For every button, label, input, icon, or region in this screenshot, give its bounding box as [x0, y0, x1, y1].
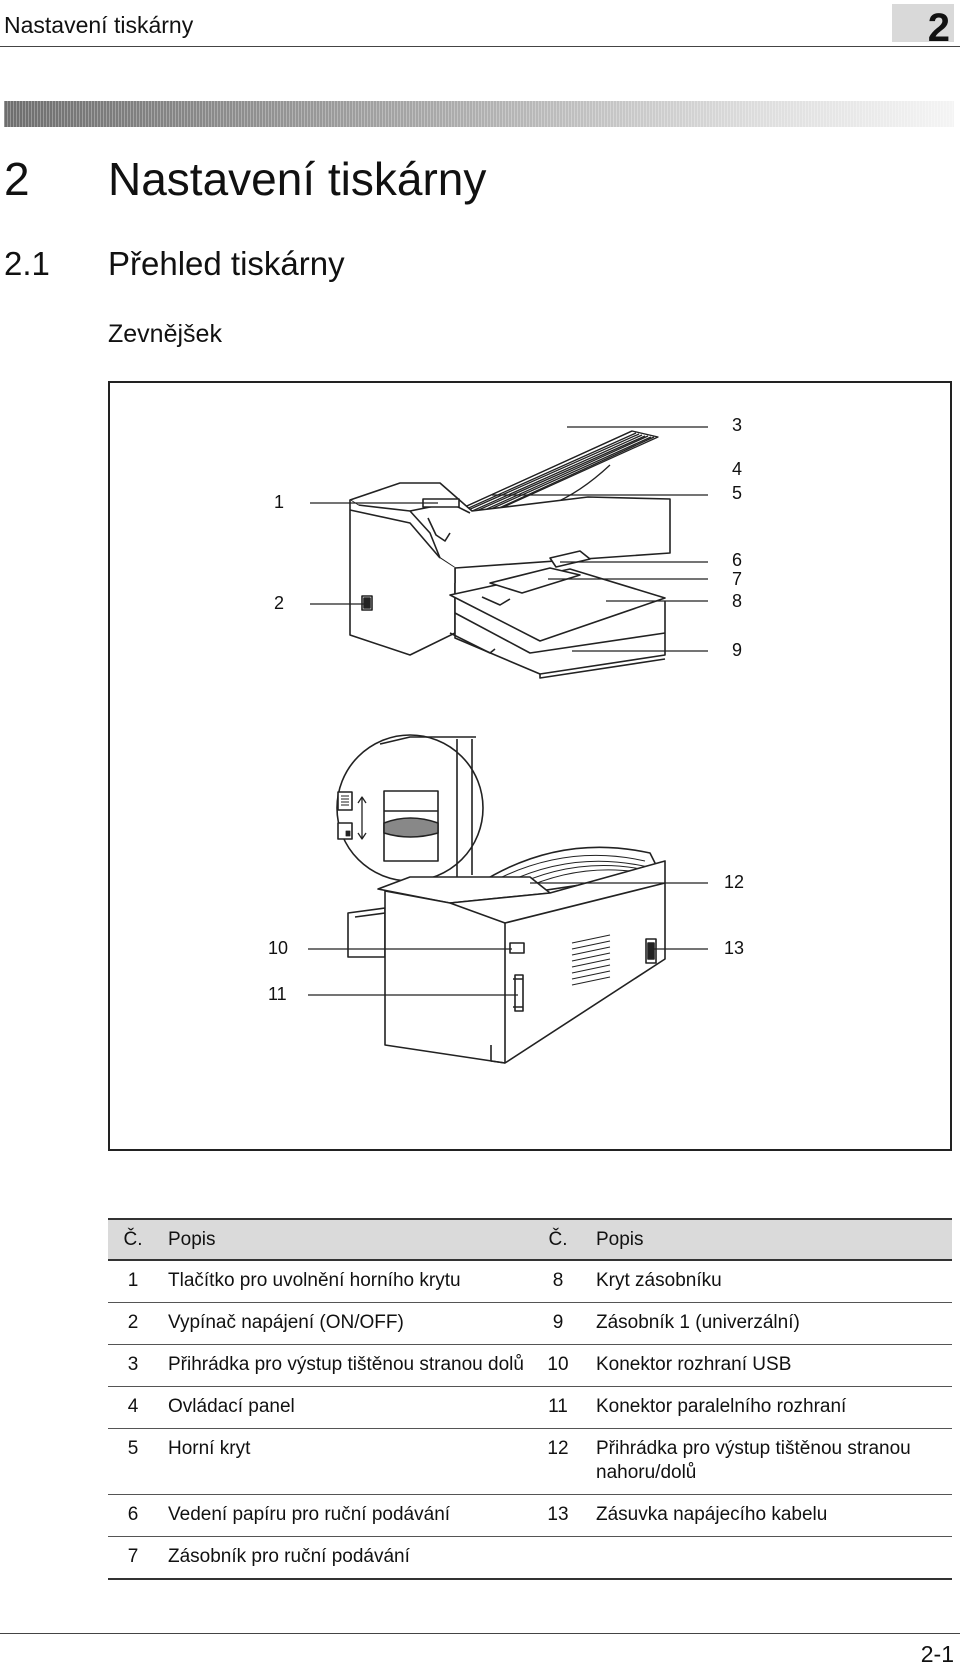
cell-number: [530, 1536, 586, 1580]
chapter-tab: [892, 4, 954, 42]
cell-description: Vypínač napájení (ON/OFF): [158, 1302, 530, 1345]
callout-6: 6: [732, 550, 743, 570]
table-row: 2 Vypínač napájení (ON/OFF) 9 Zásobník 1…: [108, 1302, 952, 1345]
cell-number: 1: [108, 1260, 158, 1303]
running-header: Nastavení tiskárny 2: [0, 0, 960, 50]
cell-description: Zásuvka napájecího kabelu: [586, 1494, 952, 1537]
cell-number: 13: [530, 1494, 586, 1537]
chapter-decoration-bar: [4, 101, 954, 127]
cell-number: 10: [530, 1344, 586, 1387]
callout-12: 12: [724, 872, 745, 892]
cell-number: 5: [108, 1428, 158, 1495]
callout-1: 1: [274, 492, 285, 512]
column-header-number-2: Č.: [530, 1218, 586, 1261]
callout-3: 3: [732, 415, 743, 435]
cell-number: 11: [530, 1386, 586, 1429]
table-row: 3 Přihrádka pro výstup tištěnou stranou …: [108, 1344, 952, 1387]
cell-description: Zásobník 1 (univerzální): [586, 1302, 952, 1345]
cell-number: 4: [108, 1386, 158, 1429]
table-row: 4 Ovládací panel 11 Konektor paralelního…: [108, 1386, 952, 1429]
cell-description: Vedení papíru pro ruční podávání: [158, 1494, 530, 1537]
cell-description: Přihrádka pro výstup tištěnou stranou do…: [158, 1344, 530, 1387]
cell-number: 6: [108, 1494, 158, 1537]
cell-number: 8: [530, 1260, 586, 1303]
table-row: 1 Tlačítko pro uvolnění horního krytu 8 …: [108, 1260, 952, 1303]
section-heading-text: Přehled tiskárny: [108, 245, 345, 282]
header-divider: [0, 46, 960, 47]
callout-5: 5: [732, 483, 743, 503]
cell-number: 9: [530, 1302, 586, 1345]
running-title: Nastavení tiskárny: [4, 12, 194, 38]
cell-number: 3: [108, 1344, 158, 1387]
cell-description: Konektor rozhraní USB: [586, 1344, 952, 1387]
printer-figure: 1 2 3 4 5 6 7 8 9 10 11 12 13: [108, 381, 952, 1151]
subsection-heading: Zevnějšek: [108, 320, 222, 348]
callout-9: 9: [732, 640, 743, 660]
callout-11: 11: [268, 984, 287, 1004]
cell-description: Ovládací panel: [158, 1386, 530, 1429]
chapter-heading-number: 2: [4, 153, 30, 205]
cell-description: [586, 1536, 952, 1580]
cell-description: Tlačítko pro uvolnění horního krytu: [158, 1260, 530, 1303]
output-paper-stack: [457, 430, 659, 515]
column-header-number: Č.: [108, 1218, 158, 1261]
cell-description: Konektor paralelního rozhraní: [586, 1386, 952, 1429]
page-number: 2-1: [920, 1641, 954, 1667]
table-row: 7 Zásobník pro ruční podávání: [108, 1536, 952, 1580]
detail-magnifier: [336, 734, 484, 882]
cell-number: 7: [108, 1536, 158, 1580]
cell-number: 2: [108, 1302, 158, 1345]
callout-10: 10: [268, 938, 289, 958]
callout-13: 13: [724, 938, 745, 958]
printer-illustration: [308, 426, 708, 1064]
cell-description: Přihrádka pro výstup tištěnou stranou na…: [586, 1428, 952, 1495]
callout-8: 8: [732, 591, 743, 611]
cell-description: Kryt zásobníku: [586, 1260, 952, 1303]
callout-7: 7: [732, 569, 743, 589]
callout-leaders: [308, 426, 708, 996]
column-header-description-2: Popis: [586, 1218, 952, 1261]
callout-2: 2: [274, 593, 285, 613]
chapter-heading-text: Nastavení tiskárny: [108, 153, 487, 205]
column-header-description: Popis: [158, 1218, 530, 1261]
callout-4: 4: [732, 459, 743, 479]
table-row: 6 Vedení papíru pro ruční podávání 13 Zá…: [108, 1494, 952, 1537]
table-header-row: Č. Popis Č. Popis: [108, 1218, 952, 1261]
chapter-number: 2: [927, 6, 950, 50]
cell-number: 12: [530, 1428, 586, 1495]
cell-description: Horní kryt: [158, 1428, 530, 1495]
table-row: 5 Horní kryt 12 Přihrádka pro výstup tiš…: [108, 1428, 952, 1495]
cell-description: Zásobník pro ruční podávání: [158, 1536, 530, 1580]
parts-table: Č. Popis Č. Popis 1 Tlačítko pro uvolněn…: [108, 1218, 952, 1580]
section-heading-number: 2.1: [4, 245, 50, 282]
footer-divider: [0, 1633, 960, 1634]
